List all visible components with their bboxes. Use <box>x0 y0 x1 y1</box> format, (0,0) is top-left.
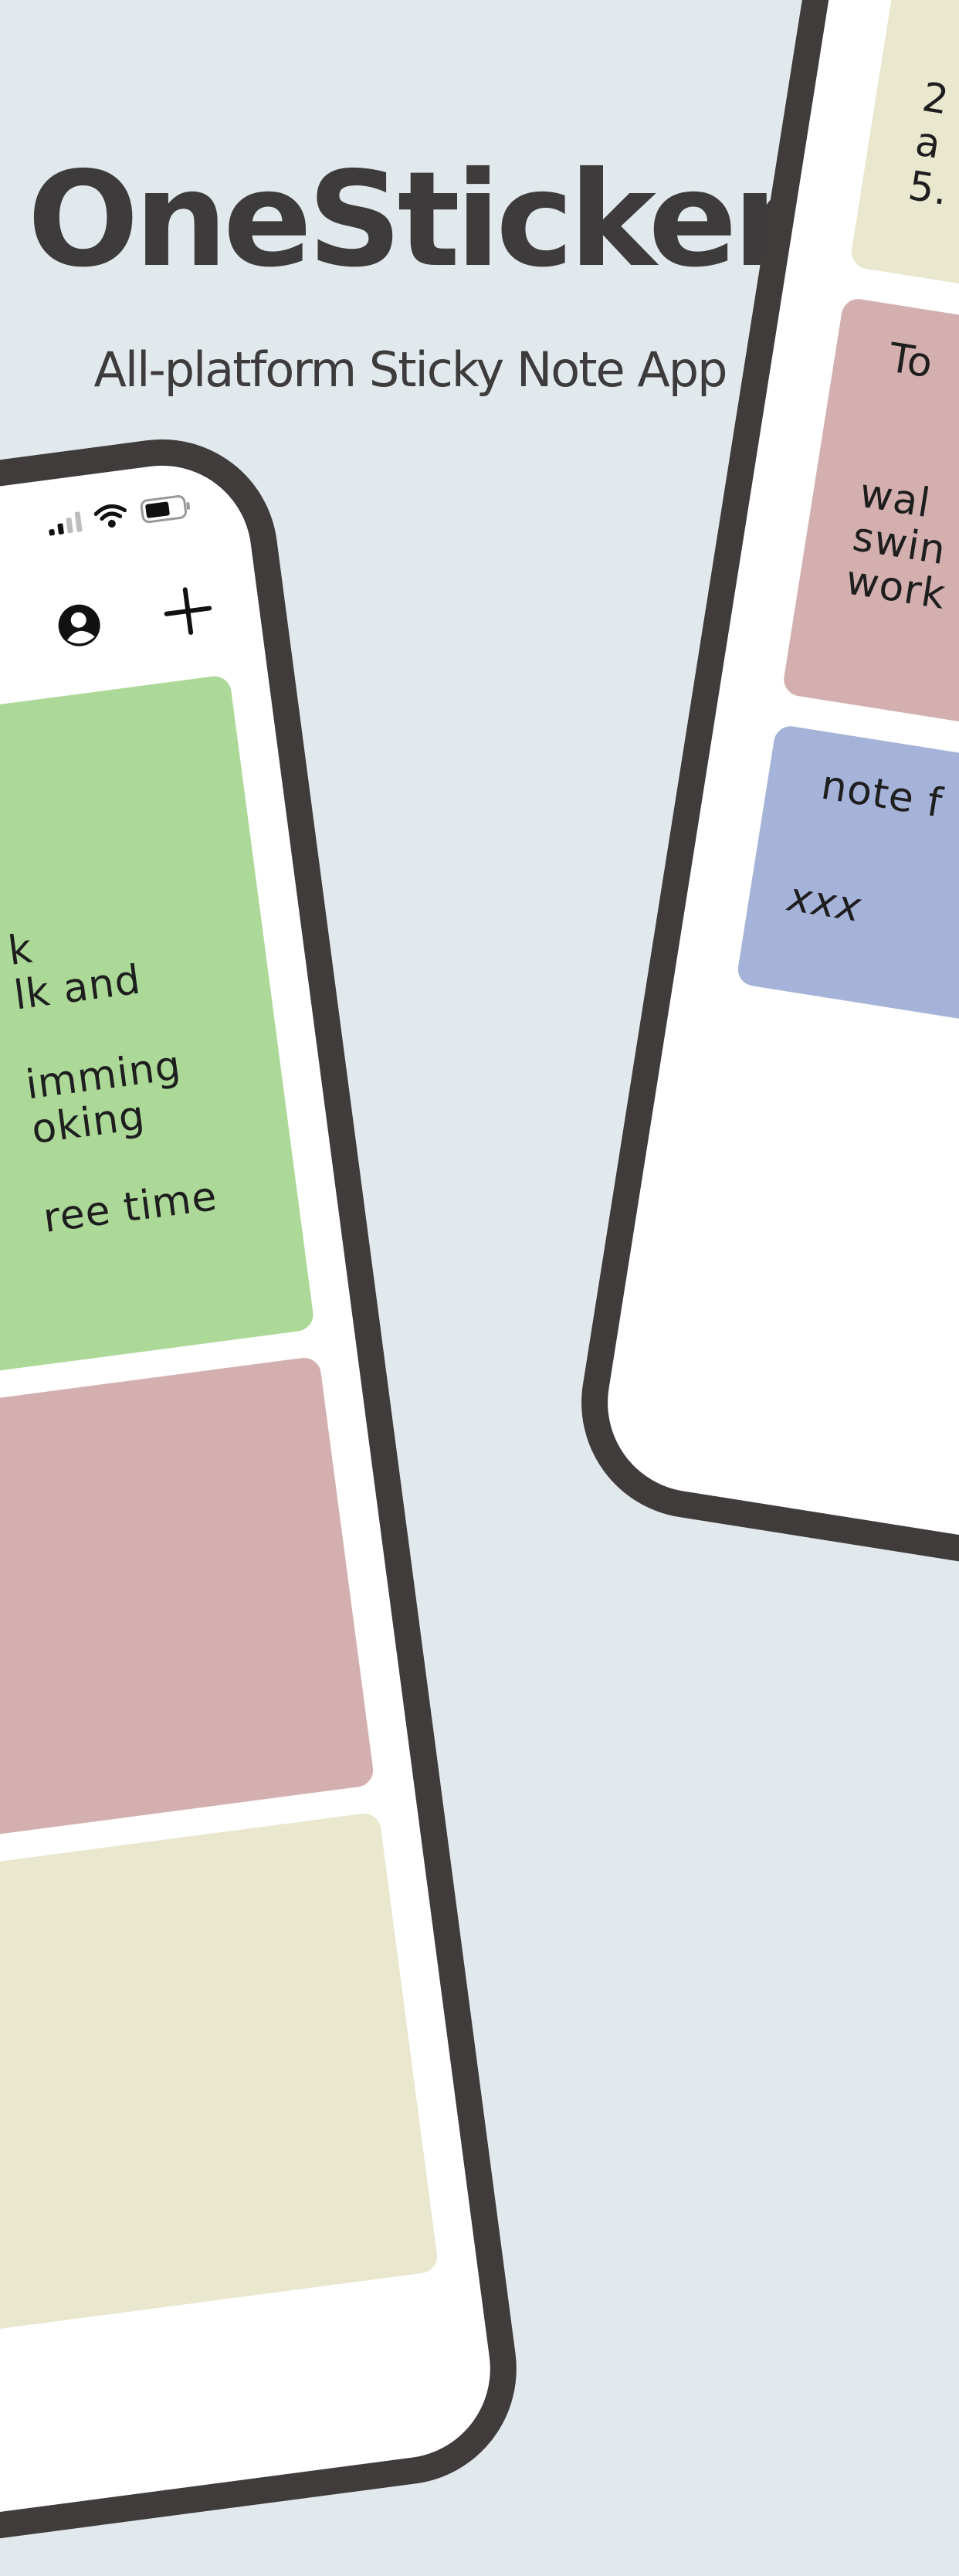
account-icon[interactable] <box>53 599 106 654</box>
note-card[interactable] <box>0 1356 375 1877</box>
note-card[interactable]: To wal swin work <box>781 297 959 800</box>
status-bar <box>46 493 193 538</box>
note-card[interactable] <box>0 1811 439 2363</box>
app-title: OneSticker <box>27 144 797 297</box>
wifi-icon <box>93 501 129 530</box>
note-title: note f <box>818 762 946 827</box>
note-line: xxx <box>784 874 865 932</box>
left-phone-mockup: k lk and ​ imming oking ​ ree time <box>0 425 531 2576</box>
note-card[interactable]: k lk and ​ imming oking ​ ree time <box>0 674 316 1421</box>
note-line: 5. <box>905 163 952 216</box>
note-line: 2 <box>919 74 953 124</box>
note-title: To <box>886 334 937 388</box>
app-subtitle: All-platform Sticky Note App <box>93 341 727 398</box>
note-line: a <box>912 118 945 169</box>
add-icon[interactable] <box>161 583 216 642</box>
battery-icon <box>139 493 193 525</box>
note-card[interactable]: note f xxx <box>735 724 959 1090</box>
toolbar <box>53 583 216 656</box>
signal-icon <box>46 508 83 536</box>
